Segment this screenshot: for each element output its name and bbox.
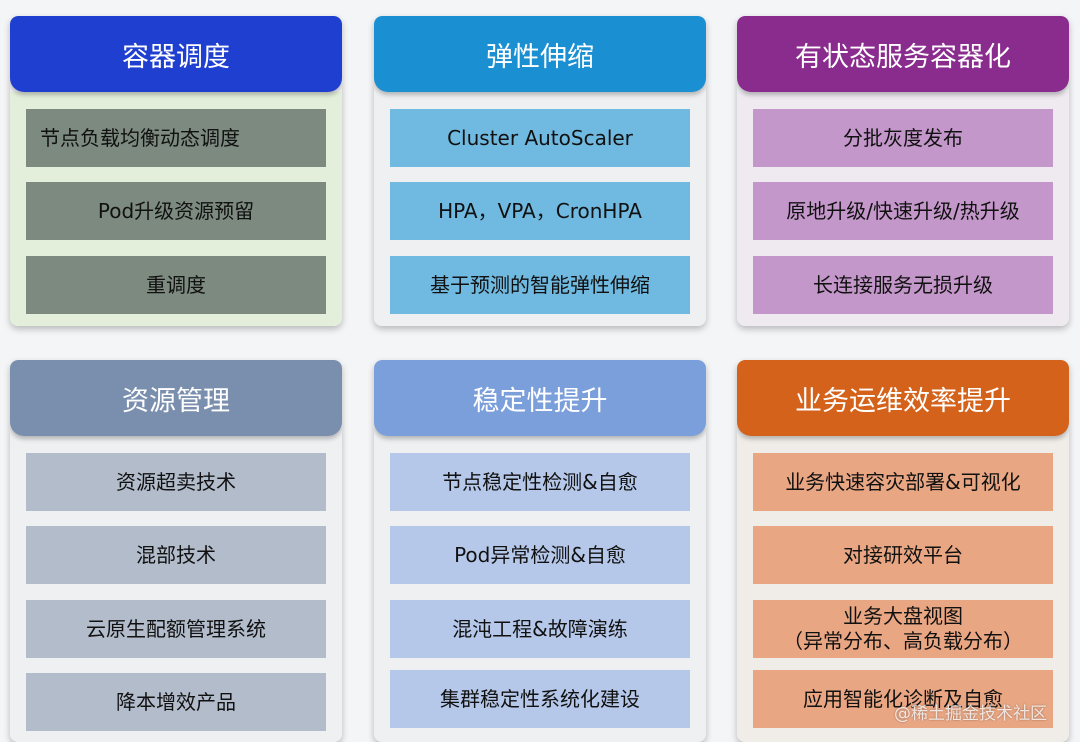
- card-body: Cluster AutoScaler HPA，VPA，CronHPA 基于预测的…: [374, 92, 706, 326]
- list-item: Cluster AutoScaler: [390, 109, 690, 167]
- list-item-line: 业务大盘视图: [843, 604, 963, 628]
- list-item: 分批灰度发布: [753, 109, 1053, 167]
- card-resource-management: 资源管理 资源超卖技术 混部技术 云原生配额管理系统 降本增效产品: [10, 360, 342, 742]
- list-item: 混沌工程&故障演练: [390, 600, 690, 658]
- card-header: 弹性伸缩: [374, 16, 706, 92]
- card-ops-efficiency: 业务运维效率提升 业务快速容灾部署&可视化 对接研效平台 业务大盘视图 （异常分…: [737, 360, 1069, 742]
- list-item: 业务大盘视图 （异常分布、高负载分布）: [753, 600, 1053, 658]
- list-item: Pod异常检测&自愈: [390, 526, 690, 584]
- card-header: 业务运维效率提升: [737, 360, 1069, 436]
- card-container-scheduling: 容器调度 节点负载均衡动态调度 Pod升级资源预留 重调度: [10, 16, 342, 326]
- list-item: 对接研效平台: [753, 526, 1053, 584]
- card-header: 稳定性提升: [374, 360, 706, 436]
- list-item: 应用智能化诊断及自愈: [753, 670, 1053, 728]
- list-item: 业务快速容灾部署&可视化: [753, 453, 1053, 511]
- list-item: 集群稳定性系统化建设: [390, 670, 690, 728]
- list-item: 基于预测的智能弹性伸缩: [390, 256, 690, 314]
- card-body: 资源超卖技术 混部技术 云原生配额管理系统 降本增效产品: [10, 436, 342, 742]
- card-body: 节点负载均衡动态调度 Pod升级资源预留 重调度: [10, 92, 342, 326]
- list-item: 降本增效产品: [26, 673, 326, 731]
- list-item: HPA，VPA，CronHPA: [390, 182, 690, 240]
- card-body: 节点稳定性检测&自愈 Pod异常检测&自愈 混沌工程&故障演练 集群稳定性系统化…: [374, 436, 706, 742]
- card-header: 有状态服务容器化: [737, 16, 1069, 92]
- list-item: Pod升级资源预留: [26, 182, 326, 240]
- card-elastic-scaling: 弹性伸缩 Cluster AutoScaler HPA，VPA，CronHPA …: [374, 16, 706, 326]
- list-item: 原地升级/快速升级/热升级: [753, 182, 1053, 240]
- list-item: 长连接服务无损升级: [753, 256, 1053, 314]
- card-header: 容器调度: [10, 16, 342, 92]
- list-item: 节点稳定性检测&自愈: [390, 453, 690, 511]
- card-header: 资源管理: [10, 360, 342, 436]
- watermark: @稀土掘金技术社区: [894, 704, 1047, 724]
- list-item: 资源超卖技术: [26, 453, 326, 511]
- list-item: 混部技术: [26, 526, 326, 584]
- card-stateful-services: 有状态服务容器化 分批灰度发布 原地升级/快速升级/热升级 长连接服务无损升级: [737, 16, 1069, 326]
- list-item-line: （异常分布、高负载分布）: [783, 629, 1023, 653]
- list-item: 云原生配额管理系统: [26, 600, 326, 658]
- card-stability: 稳定性提升 节点稳定性检测&自愈 Pod异常检测&自愈 混沌工程&故障演练 集群…: [374, 360, 706, 742]
- card-body: 业务快速容灾部署&可视化 对接研效平台 业务大盘视图 （异常分布、高负载分布） …: [737, 436, 1069, 742]
- card-body: 分批灰度发布 原地升级/快速升级/热升级 长连接服务无损升级: [737, 92, 1069, 326]
- list-item: 节点负载均衡动态调度: [26, 109, 326, 167]
- list-item: 重调度: [26, 256, 326, 314]
